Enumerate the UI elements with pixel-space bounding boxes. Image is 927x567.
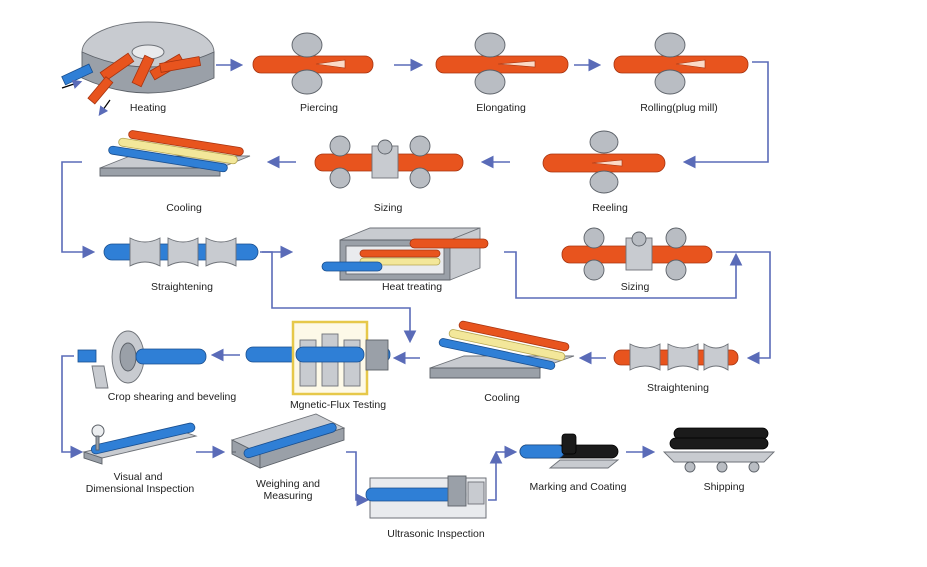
sizing-illustration [314,135,464,189]
magnetic-flux-testing-illustration [245,320,391,396]
sizing-2-illustration [561,227,713,281]
elongating-illustration [435,32,569,95]
label-reeling: Reeling [592,202,628,214]
marking-coating-illustration [519,433,620,469]
shipping-illustration [662,427,776,473]
label-elongating: Elongating [476,102,526,114]
label-straightening-2: Straightening [647,382,709,394]
rolling-plug-mill-illustration [613,32,749,95]
label-piercing: Piercing [300,102,338,114]
visual-inspection-illustration [82,422,198,465]
crop-shearing-beveling-illustration [77,330,207,389]
straightening-illustration [103,237,259,267]
label-heat-treating: Heat treating [382,281,442,293]
label-cooling-1: Cooling [166,202,202,214]
weighing-measuring-illustration [230,413,346,469]
label-ultrasonic: Ultrasonic Inspection [387,528,485,540]
label-straightening-1: Straightening [151,281,213,293]
cooling-bed-illustration [99,130,251,177]
reeling-illustration [542,130,666,194]
label-visual-1: Visual and [114,471,163,483]
heat-treating-furnace-illustration [321,227,489,281]
label-heating: Heating [130,102,166,114]
piercing-illustration [252,32,374,95]
label-flux-testing: Mgnetic-Flux Testing [290,399,386,411]
label-weighing-1: Weighing and [256,478,320,490]
label-rolling: Rolling(plug mill) [640,102,718,114]
label-shipping: Shipping [704,481,745,493]
label-crop-shearing: Crop shearing and beveling [108,391,237,403]
ultrasonic-inspection-illustration [365,475,487,519]
label-marking: Marking and Coating [530,481,627,493]
label-sizing-2: Sizing [621,281,650,293]
cooling-bed-2-illustration [429,320,575,379]
label-sizing-1: Sizing [374,202,403,214]
straightening-2-illustration [613,343,739,371]
label-visual-2: Dimensional Inspection [86,483,195,495]
label-cooling-2: Cooling [484,392,520,404]
heating-furnace-illustration [61,21,215,116]
label-weighing-2: Measuring [263,490,312,502]
